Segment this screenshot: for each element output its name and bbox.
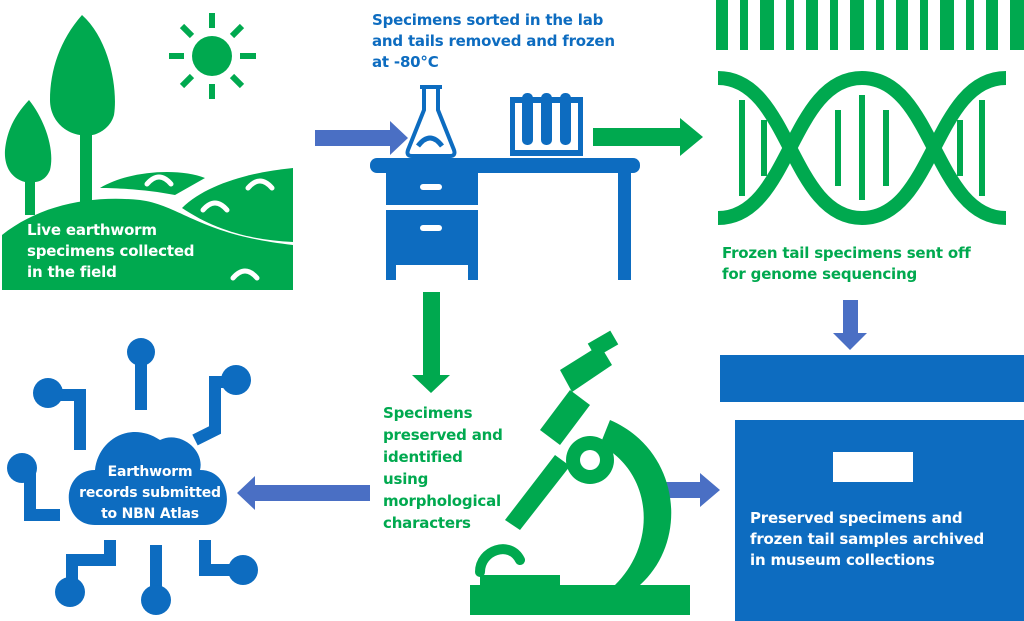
cloud-network-icon (7, 338, 258, 615)
step-lab-label: Specimens sorted in the lab and tails re… (372, 11, 615, 71)
step-field-label: Live earthworm specimens collected in th… (27, 221, 195, 281)
step-archive-label: Preserved specimens and frozen tail samp… (750, 509, 985, 569)
arrow-to-lab-icon (315, 121, 408, 155)
microscope-icon (470, 330, 690, 615)
dna-helix-icon (717, 70, 1007, 226)
step-identify-label: Specimens preserved and identified using… (383, 404, 503, 532)
arrow-to-archive-icon (650, 473, 720, 507)
arrow-to-archive-box-icon (833, 300, 867, 350)
step-records-label: Earthworm records submitted to NBN Atlas (79, 464, 221, 522)
barcode-icon (716, 0, 1024, 50)
test-tube-rack-icon (510, 93, 583, 156)
arrow-to-sequencing-icon (593, 118, 703, 156)
arrow-to-identification-icon (412, 292, 450, 393)
lab-desk-icon (370, 158, 640, 280)
step-sequencing-label: Frozen tail specimens sent off for genom… (722, 244, 971, 283)
field-scene-icon (2, 13, 293, 290)
flask-icon (405, 85, 457, 158)
archive-box-icon (720, 355, 1024, 621)
arrow-to-records-icon (237, 476, 370, 510)
